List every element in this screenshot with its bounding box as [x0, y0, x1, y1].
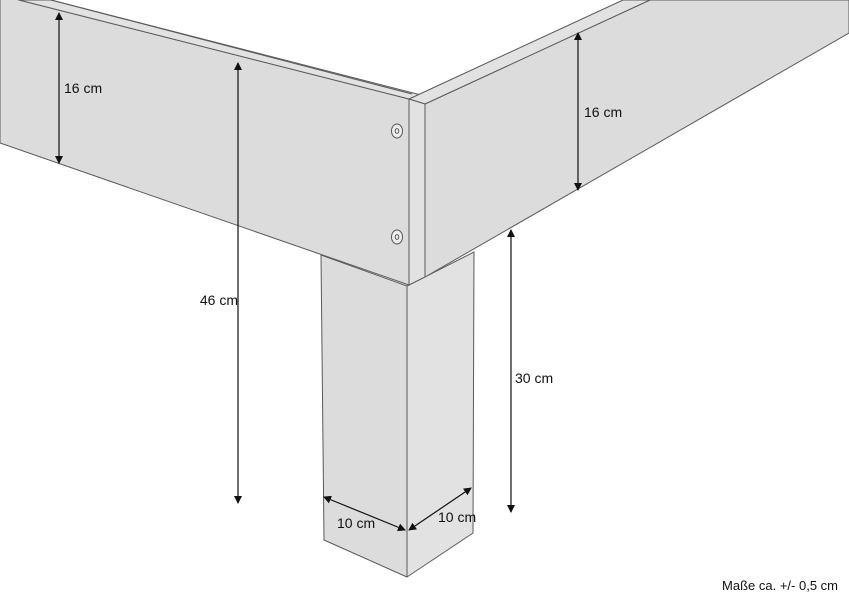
tolerance-note: Maße ca. +/- 0,5 cm: [722, 578, 838, 593]
leg-width-arrow: [323, 495, 406, 532]
screw-icon: [391, 123, 403, 139]
left-rail-inner-edge: [50, 0, 413, 95]
total-height-label: 46 cm: [200, 292, 238, 308]
leg-width-label: 10 cm: [337, 515, 375, 531]
screw-icon: [391, 229, 403, 245]
right-rail-height-label: 16 cm: [584, 104, 622, 120]
corner-end-grain: [408, 98, 426, 286]
right-rail: [407, 0, 849, 286]
left-rail-height-label: 16 cm: [64, 80, 102, 96]
leg-depth-arrow: [408, 487, 472, 531]
leg-depth-label: 10 cm: [438, 509, 476, 525]
leg-height-label: 30 cm: [515, 370, 553, 386]
left-rail: [0, 0, 426, 286]
leg-right-face: [406, 251, 475, 578]
right-rail-front-face: [424, 0, 849, 278]
